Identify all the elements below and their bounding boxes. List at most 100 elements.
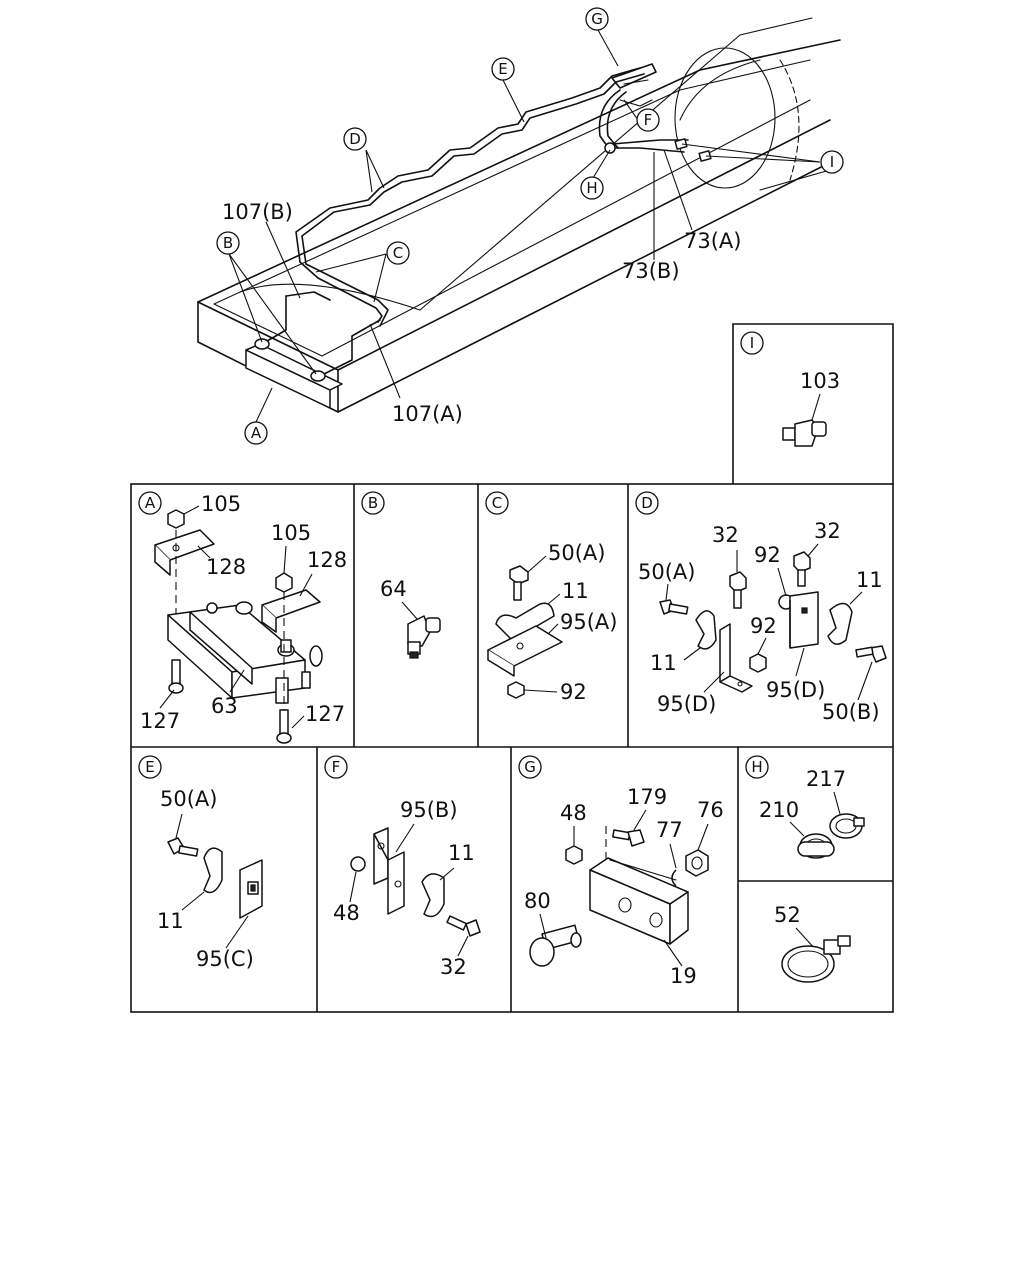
tank-fittings	[598, 63, 712, 162]
panel-i-id: I	[750, 334, 754, 352]
panel-c: C 50(A) 11 95(A) 92	[485, 491, 617, 704]
part-h-210-clamp	[797, 833, 835, 859]
callout-d-label: D	[349, 130, 361, 148]
label-d-11-1: 11	[856, 568, 883, 592]
label-g-19: 19	[670, 964, 697, 988]
part-d-11-clip-1	[695, 610, 717, 650]
label-d-32-1: 32	[712, 523, 739, 547]
panel-g-id: G	[524, 758, 536, 776]
label-d-50a: 50(A)	[638, 560, 695, 584]
callout-g-overview	[585, 7, 609, 31]
part-92-nut	[507, 681, 525, 699]
part-g-48-nut	[565, 845, 583, 865]
label-g-48: 48	[560, 801, 587, 825]
label-f-48: 48	[333, 901, 360, 925]
part-g-77-washer	[671, 869, 677, 887]
callout-a-label: A	[251, 424, 262, 442]
part-f-48-nut	[350, 856, 366, 872]
panel-h-callout	[745, 755, 769, 779]
callout-f-label: F	[644, 111, 653, 129]
part-d-92-nut	[749, 653, 767, 673]
frame-rail	[197, 39, 841, 413]
panel-f-callout	[324, 755, 348, 779]
label-e-50a: 50(A)	[160, 787, 217, 811]
part-105-nut-2	[275, 572, 293, 593]
part-e-95c-bracket	[239, 859, 263, 919]
part-d-32-bolt-1	[729, 571, 747, 609]
label-h-210: 210	[759, 798, 799, 822]
panel-c-id: C	[492, 494, 502, 512]
part-g-80-fitting	[529, 924, 582, 967]
label-g-77: 77	[656, 818, 683, 842]
part-64-elbow	[407, 615, 441, 659]
label-f-95b: 95(B)	[400, 798, 458, 822]
panel-f: F 95(B) 11 48 32	[324, 755, 481, 979]
label-73a: 73(A)	[684, 229, 741, 253]
panel-g: G 48 179 77 76 80 19	[518, 755, 724, 988]
label-73b: 73(B)	[622, 259, 680, 283]
panel-a: A 105 128 105 128 63 127 127	[138, 491, 347, 744]
label-d-92-2: 92	[750, 614, 777, 638]
part-f-11-clip	[421, 873, 445, 918]
callout-f-overview	[636, 108, 660, 132]
callout-h-label: H	[586, 179, 597, 197]
callout-g-label: G	[591, 10, 603, 28]
part-127-bolt-1	[168, 659, 184, 694]
callout-b-label: B	[223, 234, 233, 252]
label-e-11: 11	[157, 909, 184, 933]
overview-assembly: D E G F H I C B A 107(B) 107(A) 73(A) 73…	[197, 7, 844, 445]
label-h-217: 217	[806, 767, 846, 791]
part-g-179-bolt	[612, 829, 645, 847]
label-f-11: 11	[448, 841, 475, 865]
label-d-11-2: 11	[650, 651, 677, 675]
callout-d-overview	[343, 127, 367, 151]
label-d-95d-2: 95(D)	[766, 678, 825, 702]
panel-g-callout	[518, 755, 542, 779]
label-a-127-1: 127	[140, 709, 180, 733]
callout-a-overview	[244, 421, 268, 445]
label-g-179: 179	[627, 785, 667, 809]
part-d-95d-bracket-1	[719, 623, 753, 693]
part-h-217-clamp	[829, 813, 865, 839]
part-d-50a-bolt	[659, 599, 689, 615]
part-95a-bracket	[487, 625, 563, 677]
callout-e-overview	[491, 57, 515, 81]
panel-a-id: A	[145, 494, 156, 512]
part-e-11-clip	[203, 847, 223, 894]
part-63-bracket	[167, 601, 323, 704]
panel-e-callout	[138, 755, 162, 779]
part-g-19-bracket	[589, 857, 689, 945]
label-g-76: 76	[697, 798, 724, 822]
parts-grid	[130, 483, 894, 1013]
panel-f-id: F	[332, 758, 341, 776]
part-d-95d-bracket-2	[789, 591, 819, 649]
panel-b-id: B	[368, 494, 378, 512]
callout-b-overview	[216, 231, 240, 255]
panel-b-callout	[361, 491, 385, 515]
part-d-32-bolt-2	[793, 551, 811, 587]
label-a-128-2: 128	[307, 548, 347, 572]
label-a-105-2: 105	[271, 521, 311, 545]
label-c-11: 11	[562, 579, 589, 603]
part-127-bolt-2	[276, 709, 292, 744]
label-d-95d-1: 95(D)	[657, 692, 716, 716]
panel-i: I 103	[732, 323, 894, 484]
callout-i-overview	[820, 150, 844, 174]
label-f-32: 32	[440, 955, 467, 979]
panel-h-id: H	[751, 758, 762, 776]
panel-d-callout	[635, 491, 659, 515]
label-52: 52	[774, 903, 801, 927]
part-e-50a-bolt	[167, 837, 199, 857]
panel-d-id: D	[641, 494, 653, 512]
fuel-line-107a	[295, 67, 645, 327]
label-d-50b: 50(B)	[822, 700, 880, 724]
part-105-nut-1	[167, 509, 185, 529]
callout-e-label: E	[498, 60, 507, 78]
panel-c-callout	[485, 491, 509, 515]
panel-b: B 64	[361, 491, 441, 659]
label-g-80: 80	[524, 889, 551, 913]
callout-c-label: C	[393, 244, 403, 262]
panel-e-id: E	[145, 758, 154, 776]
part-g-76-nut	[685, 849, 709, 877]
